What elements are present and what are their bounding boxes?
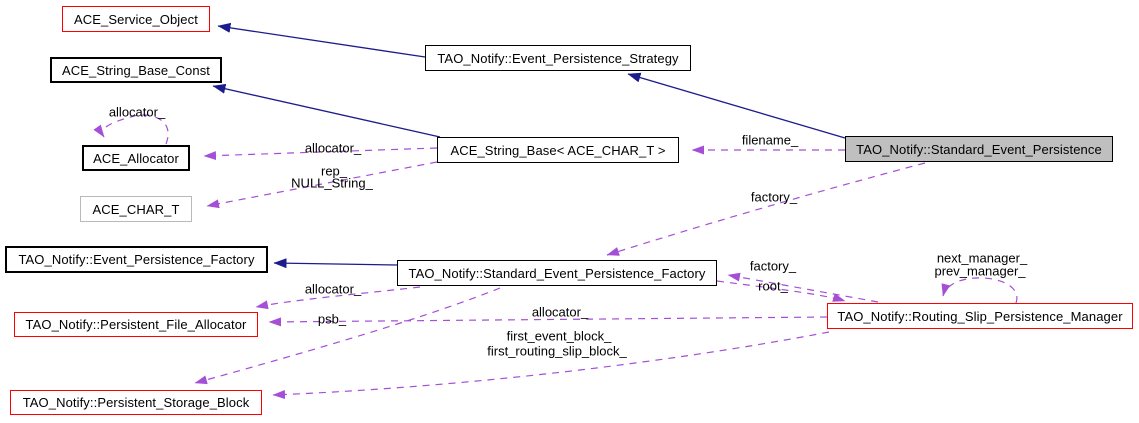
class-node-label: TAO_Notify::Standard_Event_Persistence bbox=[856, 141, 1102, 157]
class-node-label: ACE_Allocator bbox=[93, 150, 179, 166]
edge-label-null-string: NULL_String_ bbox=[291, 175, 373, 191]
edge-label-allocator-selfloop: allocator_ bbox=[108, 104, 166, 120]
usage-edge-allocator-selfloop bbox=[93, 114, 169, 145]
usage-edge-factory-storageblock bbox=[194, 287, 501, 385]
usage-edge-stringbase-chart bbox=[206, 161, 438, 209]
class-node-ace-char-t[interactable]: ACE_CHAR_T bbox=[80, 196, 192, 222]
class-node-label: ACE_CHAR_T bbox=[92, 201, 180, 217]
class-node-ace-service-object[interactable]: ACE_Service_Object bbox=[62, 6, 210, 32]
class-node-routing-slip-persistence-manager[interactable]: TAO_Notify::Routing_Slip_Persistence_Man… bbox=[827, 303, 1133, 329]
class-node-label: TAO_Notify::Persistent_Storage_Block bbox=[22, 395, 250, 410]
edge-label-allocator-stringbase: allocator_ bbox=[304, 140, 362, 156]
inherit-edge-stringbase-to-const bbox=[212, 83, 441, 138]
edge-label-prev-manager: prev_manager_ bbox=[934, 263, 1026, 279]
class-node-ace-allocator[interactable]: ACE_Allocator bbox=[82, 145, 190, 171]
usage-edge-manager-factory bbox=[727, 272, 879, 303]
edge-label-next-manager: next_manager_ bbox=[936, 250, 1028, 266]
class-node-label: ACE_String_Base< ACE_CHAR_T > bbox=[450, 142, 666, 158]
edge-label-rep: rep_ bbox=[320, 163, 348, 179]
inherit-edge-sep-to-strategy bbox=[627, 72, 846, 139]
class-node-label: TAO_Notify::Event_Persistence_Factory bbox=[18, 252, 255, 267]
usage-edge-manager-selfloop bbox=[941, 277, 1018, 304]
usage-edge-factory-fileallocator bbox=[255, 286, 421, 310]
edge-label-root: root_ bbox=[758, 278, 788, 294]
inherit-edge-sepf-to-epf bbox=[273, 258, 398, 269]
class-node-label: TAO_Notify::Standard_Event_Persistence_F… bbox=[408, 265, 706, 281]
edge-label-factory-sep: factory_ bbox=[750, 189, 798, 205]
class-node-persistent-file-allocator[interactable]: TAO_Notify::Persistent_File_Allocator bbox=[14, 312, 258, 337]
class-node-standard-event-persistence: TAO_Notify::Standard_Event_Persistence bbox=[845, 136, 1113, 162]
class-node-label: ACE_Service_Object bbox=[74, 11, 198, 27]
usage-edge-manager-fileallocator bbox=[268, 316, 828, 327]
class-node-event-persistence-factory[interactable]: TAO_Notify::Event_Persistence_Factory bbox=[5, 246, 268, 273]
class-node-label: TAO_Notify::Persistent_File_Allocator bbox=[25, 317, 247, 332]
class-node-label: TAO_Notify::Event_Persistence_Strategy bbox=[437, 50, 679, 66]
usage-edge-manager-storageblock bbox=[272, 331, 830, 400]
class-node-event-persistence-strategy[interactable]: TAO_Notify::Event_Persistence_Strategy bbox=[425, 45, 691, 71]
class-node-label: TAO_Notify::Routing_Slip_Persistence_Man… bbox=[837, 308, 1123, 324]
class-node-label: ACE_String_Base_Const bbox=[61, 62, 211, 78]
edge-label-factory-manager: factory_ bbox=[749, 258, 797, 274]
class-node-ace-string-base[interactable]: ACE_String_Base< ACE_CHAR_T > bbox=[437, 137, 679, 163]
inherit-edge-strategy-to-service-object bbox=[217, 22, 426, 58]
class-node-standard-event-persistence-factory[interactable]: TAO_Notify::Standard_Event_Persistence_F… bbox=[397, 260, 717, 286]
usage-edge-sep-factory bbox=[606, 162, 926, 256]
edge-label-psb: psb_ bbox=[317, 311, 347, 327]
usage-edge-factory-manager-root bbox=[716, 280, 846, 302]
class-node-persistent-storage-block[interactable]: TAO_Notify::Persistent_Storage_Block bbox=[10, 390, 262, 415]
edge-label-allocator-factory: allocator_ bbox=[304, 281, 362, 297]
edge-label-first-event-block: first_event_block_ bbox=[506, 328, 612, 344]
edge-label-filename: filename_ bbox=[741, 132, 799, 148]
edge-label-allocator-manager: allocator_ bbox=[531, 304, 589, 320]
edge-label-first-routing-slip-block: first_routing_slip_block_ bbox=[487, 343, 627, 359]
class-node-ace-string-base-const[interactable]: ACE_String_Base_Const bbox=[50, 57, 222, 83]
